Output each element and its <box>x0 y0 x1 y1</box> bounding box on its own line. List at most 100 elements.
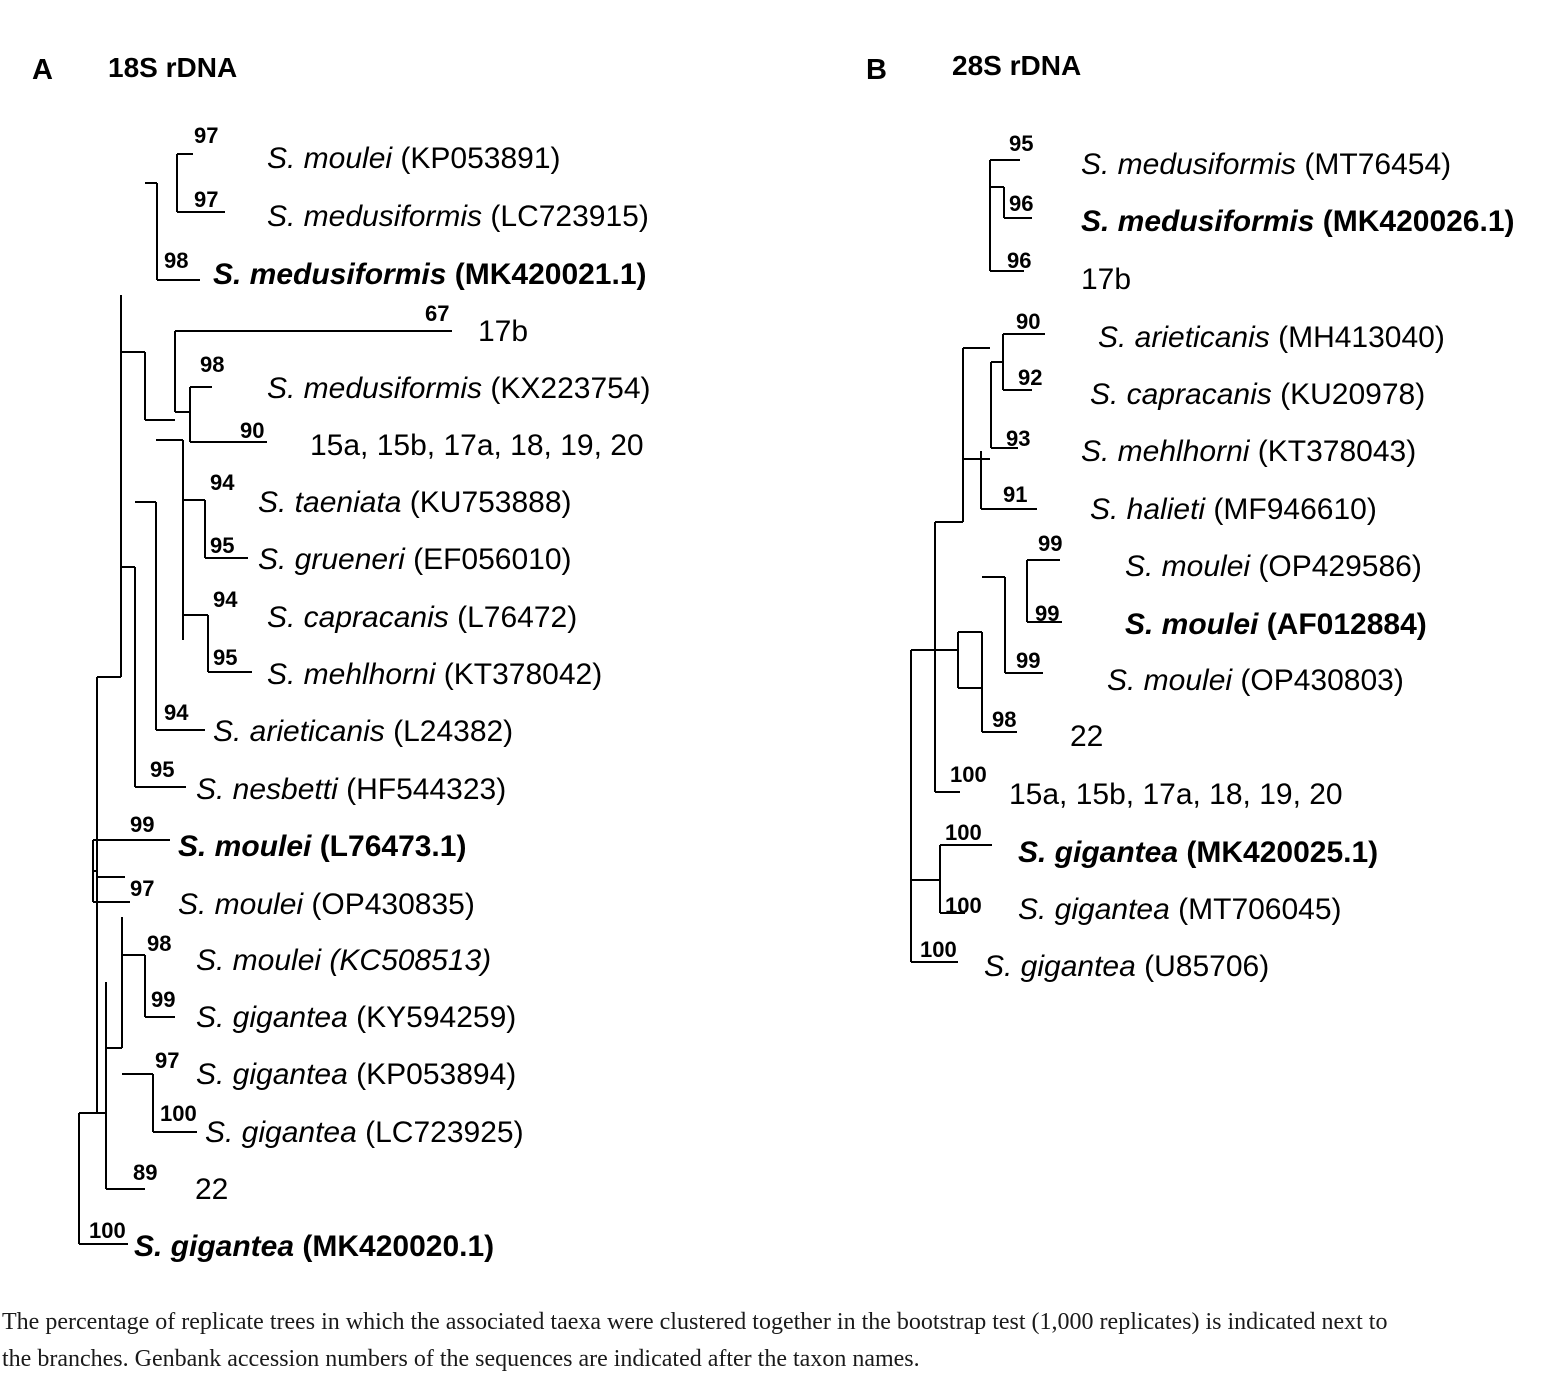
panel-a-bootstrap-value: 94 <box>164 700 189 725</box>
panel-b-taxon-label: S. mehlhorni (KT378043) <box>1081 435 1416 468</box>
panel-a-bootstrap-value: 97 <box>194 187 218 212</box>
taxon-name: S. gigantea <box>134 1230 294 1263</box>
panel-b-taxon-label: S. gigantea (MT706045) <box>1018 893 1342 926</box>
panel-a-bootstrap-value: 97 <box>194 123 218 148</box>
panel-a-bootstrap-value: 98 <box>147 931 171 956</box>
panel-b-taxon-label: S. moulei (OP430803) <box>1107 664 1404 697</box>
accession-number: (AF012884) <box>1258 608 1426 641</box>
panel-b-tree: S. medusiformis (MT76454)S. medusiformis… <box>920 131 1515 983</box>
panel-b-taxon-label: S. medusiformis (MT76454) <box>1081 148 1451 181</box>
accession-number: (L76472) <box>449 601 577 634</box>
panel-b-bootstrap-value: 91 <box>1003 482 1027 507</box>
panel-a-bootstrap-value: 100 <box>89 1218 126 1243</box>
panel-a-bootstrap-value: 98 <box>200 352 224 377</box>
panel-b-bootstrap-value: 99 <box>1038 531 1062 556</box>
panel-a-bootstrap-value: 97 <box>155 1048 179 1073</box>
accession-number: (KY594259) <box>348 1001 516 1034</box>
panel-b-taxon-label: 15a, 15b, 17a, 18, 19, 20 <box>1009 778 1343 811</box>
taxon-name: S. grueneri <box>258 543 406 576</box>
panel-a-bootstrap-value: 100 <box>160 1101 197 1126</box>
taxon-name: S. mehlhorni <box>267 658 437 691</box>
phylogenetic-figure: A 18S rDNA B 28S rDNA S. moulei (KP05389… <box>32 50 1515 1263</box>
taxon-name: S. capracanis <box>1090 378 1272 411</box>
panel-b-bootstrap-value: 100 <box>920 937 957 962</box>
panel-a-taxon-label: S. medusiformis (MK420021.1) <box>213 258 647 291</box>
taxon-name: S. moulei <box>178 830 312 863</box>
accession-number: (L76473.1) <box>311 830 466 863</box>
accession-number: (KT378042) <box>435 658 602 691</box>
taxon-name: S. gigantea <box>1018 893 1170 926</box>
panel-a-taxon-label: S. taeniata (KU753888) <box>258 486 572 519</box>
accession-number: (MT706045) <box>1170 893 1342 926</box>
panel-a-bootstrap-value: 99 <box>130 812 154 837</box>
accession-number: (OP429586) <box>1250 550 1422 583</box>
accession-number: (MT76454) <box>1296 148 1451 181</box>
panel-b-taxon-label: S. medusiformis (MK420026.1) <box>1081 205 1515 238</box>
taxon-name: S. capracanis <box>267 601 449 634</box>
panel-b-taxon-label: S. gigantea (U85706) <box>984 950 1269 983</box>
taxon-name: S. gigantea <box>1018 836 1178 869</box>
panel-b-bootstrap-value: 100 <box>950 762 987 787</box>
taxon-name: S. moulei <box>1125 550 1251 583</box>
accession-number: (MK420020.1) <box>294 1230 494 1263</box>
taxon-name: 15a, 15b, 17a, 18, 19, 20 <box>310 429 644 462</box>
panel-a-taxon-label: S. gigantea (KY594259) <box>196 1001 516 1034</box>
panel-a-bootstrap-value: 98 <box>164 248 188 273</box>
panel-a-taxon-label: S. gigantea (MK420020.1) <box>134 1230 494 1263</box>
accession-number: (KX223754) <box>482 372 650 405</box>
panel-a-taxon-label: S. capracanis (L76472) <box>267 601 577 634</box>
panel-a-tree: S. moulei (KP053891)S. medusiformis (LC7… <box>89 123 651 1263</box>
panel-a-bootstrap-value: 89 <box>133 1160 157 1185</box>
panel-a-taxon-label: S. nesbetti (HF544323) <box>196 773 506 806</box>
taxon-name: S. nesbetti <box>196 773 339 806</box>
taxon-name: S. mehlhorni <box>1081 435 1251 468</box>
taxon-name: S. gigantea <box>205 1116 357 1149</box>
accession-number: (KC508513) <box>321 944 491 977</box>
accession-number: (KU20978) <box>1272 378 1425 411</box>
panel-a-taxon-label: S. gigantea (LC723925) <box>205 1116 524 1149</box>
panel-a-taxon-label: S. moulei (KC508513) <box>196 944 491 977</box>
accession-number: (KU753888) <box>401 486 571 519</box>
taxon-name: S. moulei <box>267 142 393 175</box>
panel-b-bootstrap-value: 98 <box>992 707 1016 732</box>
panel-a-bootstrap-value: 94 <box>213 587 238 612</box>
taxon-name: S. medusiformis <box>1081 148 1296 181</box>
accession-number: (HF544323) <box>338 773 506 806</box>
accession-number: (MF946610) <box>1205 493 1377 526</box>
taxon-name: S. moulei <box>1125 608 1259 641</box>
panel-a-letter: A <box>32 54 53 86</box>
panel-a-taxon-label: 22 <box>195 1173 228 1206</box>
accession-number: (MK420021.1) <box>446 258 646 291</box>
accession-number: (KT378043) <box>1249 435 1416 468</box>
panel-b-taxon-label: S. halieti (MF946610) <box>1090 493 1377 526</box>
panel-a-taxon-label: S. moulei (L76473.1) <box>178 830 466 863</box>
accession-number: (LC723925) <box>357 1116 524 1149</box>
panel-b-bootstrap-value: 96 <box>1007 248 1031 273</box>
taxon-name: 22 <box>1070 720 1103 753</box>
panel-b-bootstrap-value: 100 <box>945 893 982 918</box>
panel-a-taxon-label: S. arieticanis (L24382) <box>213 715 513 748</box>
taxon-name: S. medusiformis <box>1081 205 1314 238</box>
accession-number: (MK420026.1) <box>1314 205 1514 238</box>
panel-b-taxon-label: S. arieticanis (MH413040) <box>1098 321 1445 354</box>
panel-a-title: 18S rDNA <box>108 52 237 83</box>
accession-number: (U85706) <box>1136 950 1269 983</box>
accession-number: (L24382) <box>385 715 513 748</box>
accession-number: (KP053894) <box>348 1058 516 1091</box>
figure-caption: The percentage of replicate trees in whi… <box>2 1304 1554 1378</box>
panel-a-taxon-label: S. medusiformis (KX223754) <box>267 372 651 405</box>
panel-a-bootstrap-value: 94 <box>210 470 235 495</box>
taxon-name: S. gigantea <box>196 1001 348 1034</box>
taxon-name: S. moulei <box>178 888 304 921</box>
panel-a-taxon-label: S. mehlhorni (KT378042) <box>267 658 602 691</box>
taxon-name: 15a, 15b, 17a, 18, 19, 20 <box>1009 778 1343 811</box>
panel-b-bootstrap-value: 99 <box>1035 601 1059 626</box>
panel-a-taxon-label: S. moulei (OP430835) <box>178 888 475 921</box>
accession-number: (EF056010) <box>405 543 572 576</box>
taxon-name: S. medusiformis <box>213 258 446 291</box>
panel-a-bootstrap-value: 90 <box>240 418 264 443</box>
panel-a-bootstrap-value: 99 <box>151 987 175 1012</box>
panel-a-bootstrap-value: 95 <box>150 757 174 782</box>
taxon-name: S. taeniata <box>258 486 401 519</box>
taxon-name: S. moulei <box>1107 664 1233 697</box>
